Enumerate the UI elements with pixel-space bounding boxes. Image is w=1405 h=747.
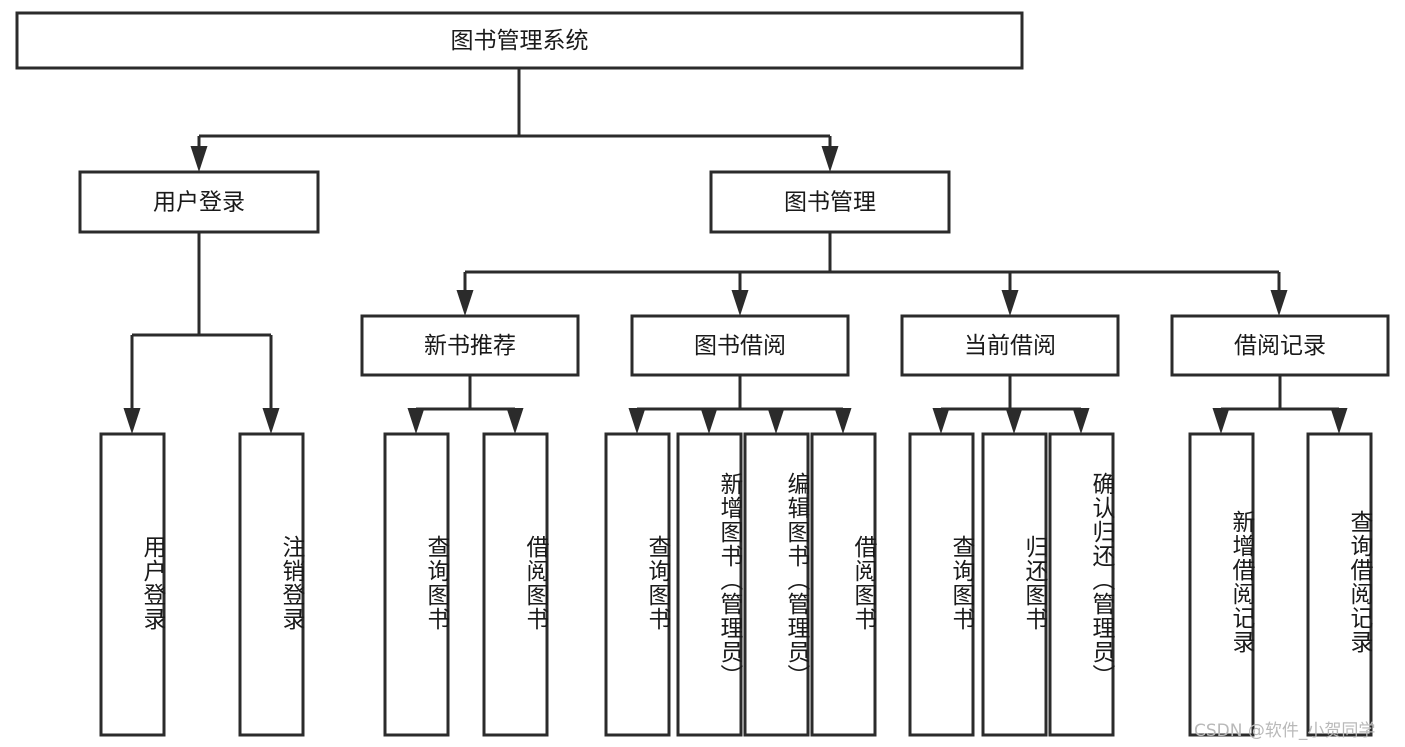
level3-node-box-book-borrow[interactable]	[630, 314, 850, 377]
level2-node-box-book-manage[interactable]	[709, 170, 951, 234]
current-borrow-drop-1-arrowhead	[1005, 408, 1023, 434]
leaf-node-leaf-add-book[interactable]	[676, 432, 743, 737]
root-node-label-root: 图书管理系统	[451, 28, 589, 54]
level3-drop-0-arrowhead	[456, 290, 474, 316]
leaf-node-leaf-query-book-3[interactable]	[908, 432, 975, 737]
level3-node-new-book-recommend[interactable]	[360, 314, 580, 377]
leaf-node-box-leaf-add-borrow-record[interactable]	[1188, 432, 1255, 737]
leaf-node-box-leaf-query-book-3[interactable]	[908, 432, 975, 737]
leaf-node-box-leaf-add-book[interactable]	[676, 432, 743, 737]
new-book-recommend-drop-1-arrowhead	[506, 408, 524, 434]
level3-node-box-new-book-recommend[interactable]	[360, 314, 580, 377]
leaf-node-leaf-borrow-book-1[interactable]	[482, 432, 549, 737]
book-borrow-drop-1-arrowhead	[700, 408, 718, 434]
book-borrow-drop-2-arrowhead	[767, 408, 785, 434]
leaf-node-box-leaf-confirm-return[interactable]	[1048, 432, 1115, 737]
level2-node-label-book-manage: 图书管理	[784, 190, 876, 216]
current-borrow-drop-2-arrowhead	[1072, 408, 1090, 434]
leaf-node-box-leaf-user-login[interactable]	[99, 432, 166, 737]
level3-node-label-new-book-recommend: 新书推荐	[424, 333, 516, 359]
leaf-node-box-leaf-borrow-book-2[interactable]	[810, 432, 877, 737]
level3-node-box-borrow-record[interactable]	[1170, 314, 1390, 377]
level3-node-book-borrow[interactable]	[630, 314, 850, 377]
level2-node-label-user-login: 用户登录	[153, 190, 245, 216]
level3-node-label-current-borrow: 当前借阅	[964, 333, 1056, 359]
leaf-node-leaf-user-logout[interactable]	[238, 432, 305, 737]
book-borrow-drop-3-arrowhead	[834, 408, 852, 434]
user-login-drop-0-arrowhead	[123, 408, 141, 434]
leaf-node-box-leaf-return-book[interactable]	[981, 432, 1048, 737]
level3-node-box-current-borrow[interactable]	[900, 314, 1120, 377]
leaf-node-box-leaf-query-book-1[interactable]	[383, 432, 450, 737]
level3-node-label-borrow-record: 借阅记录	[1234, 333, 1326, 359]
level3-drop-1-arrowhead	[731, 290, 749, 316]
leaf-node-box-leaf-query-book-2[interactable]	[604, 432, 671, 737]
leaf-node-leaf-return-book[interactable]	[981, 432, 1048, 737]
level2-drop-0-arrowhead	[190, 146, 208, 172]
level2-drop-1-arrowhead	[821, 146, 839, 172]
level3-node-borrow-record[interactable]	[1170, 314, 1390, 377]
leaf-node-box-leaf-user-logout[interactable]	[238, 432, 305, 737]
level3-node-label-book-borrow: 图书借阅	[694, 333, 786, 359]
root-node-box-root[interactable]	[15, 11, 1024, 70]
node-layer	[15, 11, 1390, 737]
current-borrow-drop-0-arrowhead	[932, 408, 950, 434]
level2-node-book-manage[interactable]	[709, 170, 951, 234]
leaf-node-box-leaf-borrow-book-1[interactable]	[482, 432, 549, 737]
level2-node-box-user-login[interactable]	[78, 170, 320, 234]
connector-layer	[123, 68, 1348, 434]
leaf-node-leaf-confirm-return[interactable]	[1048, 432, 1115, 737]
root-node-root[interactable]	[15, 11, 1024, 70]
new-book-recommend-drop-0-arrowhead	[407, 408, 425, 434]
leaf-node-box-leaf-edit-book[interactable]	[743, 432, 810, 737]
leaf-node-leaf-edit-book[interactable]	[743, 432, 810, 737]
leaf-node-leaf-add-borrow-record[interactable]	[1188, 432, 1255, 737]
level2-node-user-login[interactable]	[78, 170, 320, 234]
leaf-node-leaf-query-borrow-record[interactable]	[1306, 432, 1373, 737]
book-borrow-drop-0-arrowhead	[628, 408, 646, 434]
borrow-record-drop-0-arrowhead	[1212, 408, 1230, 434]
level3-node-current-borrow[interactable]	[900, 314, 1120, 377]
level3-drop-2-arrowhead	[1001, 290, 1019, 316]
leaf-node-leaf-query-book-1[interactable]	[383, 432, 450, 737]
leaf-node-leaf-user-login[interactable]	[99, 432, 166, 737]
user-login-drop-1-arrowhead	[262, 408, 280, 434]
leaf-node-box-leaf-query-borrow-record[interactable]	[1306, 432, 1373, 737]
csdn-watermark: CSDN @软件_小贺同学	[1194, 721, 1376, 741]
leaf-node-leaf-borrow-book-2[interactable]	[810, 432, 877, 737]
leaf-node-leaf-query-book-2[interactable]	[604, 432, 671, 737]
level3-drop-3-arrowhead	[1270, 290, 1288, 316]
borrow-record-drop-1-arrowhead	[1330, 408, 1348, 434]
